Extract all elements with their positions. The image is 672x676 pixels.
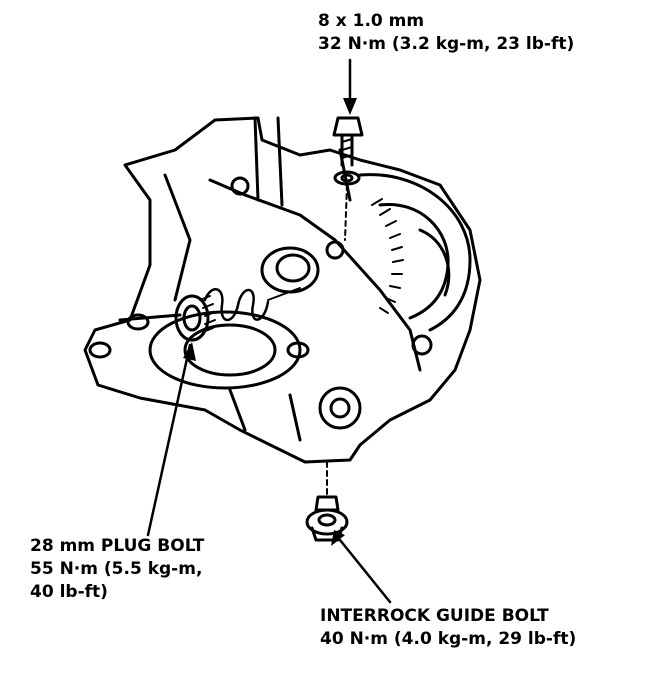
top-bolt-size: 8 x 1.0 mm <box>318 11 425 31</box>
case-boss <box>411 334 433 356</box>
case-boss <box>318 386 362 430</box>
plug-bolt-name: 28 mm PLUG BOLT <box>30 536 205 556</box>
case-rib <box>228 388 247 432</box>
case-rib <box>163 173 192 302</box>
top-bolt-part <box>332 116 364 241</box>
flange-hole <box>126 313 150 331</box>
case-boss-inner <box>329 397 351 419</box>
gear-hub <box>418 228 451 297</box>
ring-gear <box>378 202 450 320</box>
plug-bolt-part <box>174 294 216 342</box>
guide-bolt-name: INTERROCK GUIDE BOLT <box>320 606 549 626</box>
case-rib <box>208 178 337 242</box>
guide-bolt-part <box>305 461 349 542</box>
top-bolt-torque: 32 N·m (3.2 kg-m, 23 lb-ft) <box>318 34 575 54</box>
leader-line-plug <box>146 343 192 537</box>
leader-line-guide <box>338 538 392 604</box>
case-rib <box>288 393 302 442</box>
plug-bore <box>183 323 277 377</box>
case-housing-outline <box>83 116 482 464</box>
spring-axis <box>267 287 301 301</box>
case-boss-inner <box>275 253 311 283</box>
arrowhead-top <box>343 98 357 115</box>
guide-bolt-callout: INTERROCK GUIDE BOLT 40 N·m (4.0 kg-m, 2… <box>320 605 576 651</box>
ring-gear <box>358 173 472 332</box>
flange-hole <box>286 341 310 359</box>
plug-bolt-callout: 28 mm PLUG BOLT 55 N·m (5.5 kg-m, 40 lb-… <box>30 535 204 604</box>
plug-bolt-torque-line1: 55 N·m (5.5 kg-m, <box>30 559 203 579</box>
arrowhead-plug <box>183 342 196 361</box>
arrowhead-guide <box>331 530 345 546</box>
case-boss <box>230 176 250 196</box>
flange-hole <box>88 341 112 359</box>
top-bolt-callout: 8 x 1.0 mm 32 N·m (3.2 kg-m, 23 lb-ft) <box>318 10 574 56</box>
case-boss <box>325 240 345 260</box>
plug-bolt-torque-line2: 40 lb-ft) <box>30 582 108 602</box>
plug-spring <box>203 288 270 322</box>
guide-bolt-torque: 40 N·m (4.0 kg-m, 29 lb-ft) <box>320 629 577 649</box>
case-rib <box>333 238 422 372</box>
shaft-cover <box>253 116 284 207</box>
plug-bore-flange <box>148 310 302 390</box>
gear-teeth <box>371 198 404 314</box>
